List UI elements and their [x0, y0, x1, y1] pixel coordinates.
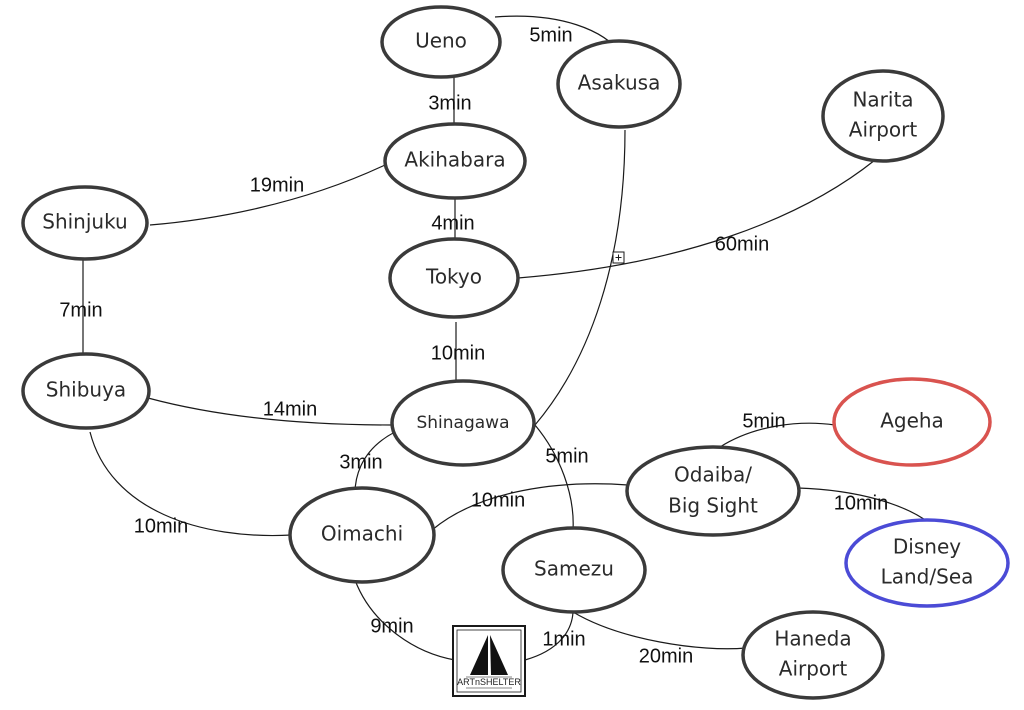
- node-odaiba-label-1: Odaiba/: [674, 463, 752, 487]
- label-shibuya-shinagawa: 14min: [263, 398, 317, 420]
- node-asakusa-label: Asakusa: [578, 71, 661, 95]
- label-akihabara-tokyo: 4min: [431, 212, 474, 234]
- edge-akihabara-shinjuku: [149, 164, 386, 226]
- node-shibuya: Shibuya: [21, 352, 151, 430]
- label-shinagawa-oimachi: 3min: [339, 451, 382, 473]
- edge-shibuya-oimachi: [89, 431, 293, 537]
- node-akihabara-label: Akihabara: [404, 148, 505, 172]
- label-akihabara-shinjuku: 19min: [250, 174, 304, 196]
- node-disney-land-sea: Disney Land/Sea: [844, 518, 1010, 608]
- node-shinjuku: Shinjuku: [21, 185, 149, 261]
- label-shinjuku-shibuya: 7min: [59, 299, 102, 321]
- edge-asakusa-shinagawa: [534, 129, 626, 426]
- node-haneda-label-1: Haneda: [774, 627, 851, 651]
- label-samezu-haneda: 20min: [639, 645, 693, 667]
- node-ueno-label: Ueno: [415, 29, 467, 53]
- node-akihabara: Akihabara: [383, 122, 527, 200]
- node-asakusa: Asakusa: [556, 39, 682, 129]
- edge-oimachi-hotel: [354, 579, 456, 661]
- node-disney-label-2: Land/Sea: [881, 565, 974, 589]
- hotel-logo: ARTnSHELTER: [452, 625, 526, 697]
- label-ueno-asakusa: 5min: [529, 24, 572, 46]
- node-disney-label-1: Disney: [893, 535, 961, 559]
- node-shinagawa: Shinagawa: [390, 379, 536, 467]
- label-samezu-hotel: 1min: [542, 628, 585, 650]
- node-samezu-label: Samezu: [534, 557, 614, 581]
- edge-samezu-haneda: [572, 611, 747, 650]
- node-ueno: Ueno: [380, 5, 502, 79]
- node-ageha: Ageha: [832, 377, 992, 467]
- node-narita-label-2: Airport: [849, 118, 918, 142]
- edge-tokyo-narita: [517, 159, 876, 279]
- node-ageha-label: Ageha: [880, 409, 944, 433]
- edge-samezu-hotel: [524, 611, 574, 661]
- label-shinagawa-samezu: 5min: [545, 445, 588, 467]
- edge-shibuya-shinagawa: [147, 397, 393, 426]
- edge-labels: 5min 3min 19min 4min 60min 7min 10min 14…: [59, 24, 888, 667]
- edge-odaiba-disney: [797, 487, 929, 523]
- node-oimachi: Oimachi: [288, 486, 436, 584]
- label-odaiba-ageha: 5min: [742, 410, 785, 432]
- node-odaiba-big-sight: Odaiba/ Big Sight: [625, 445, 801, 537]
- plus-marker-icon: [612, 251, 625, 264]
- node-shibuya-label: Shibuya: [46, 378, 126, 402]
- node-tokyo-label: Tokyo: [425, 265, 482, 289]
- node-odaiba-label-2: Big Sight: [668, 494, 758, 518]
- node-tokyo: Tokyo: [388, 237, 520, 319]
- node-samezu: Samezu: [501, 526, 647, 614]
- node-oimachi-label: Oimachi: [321, 522, 403, 546]
- label-odaiba-disney: 10min: [834, 492, 888, 514]
- edge-odaiba-ageha: [719, 422, 836, 448]
- edge-shinagawa-samezu: [534, 424, 574, 531]
- sail-icon: [470, 634, 508, 676]
- node-narita-label-1: Narita: [852, 88, 913, 112]
- node-narita-airport: Narita Airport: [821, 69, 945, 163]
- logo-text: ARTnSHELTER: [457, 677, 521, 687]
- label-oimachi-odaiba: 10min: [471, 489, 525, 511]
- label-ueno-akihabara: 3min: [428, 92, 471, 114]
- edges: [82, 15, 929, 661]
- label-tokyo-shinagawa: 10min: [431, 342, 485, 364]
- edge-oimachi-odaiba: [431, 483, 629, 531]
- node-haneda-airport: Haneda Airport: [741, 610, 885, 700]
- node-haneda-label-2: Airport: [779, 657, 848, 681]
- nodes: Ueno Asakusa Narita Airport Akihabara Sh…: [21, 5, 1010, 700]
- node-shinagawa-label: Shinagawa: [416, 413, 509, 433]
- label-shibuya-oimachi: 10min: [134, 515, 188, 537]
- node-shinjuku-label: Shinjuku: [42, 210, 127, 234]
- label-oimachi-hotel: 9min: [370, 615, 413, 637]
- label-tokyo-narita: 60min: [715, 233, 769, 255]
